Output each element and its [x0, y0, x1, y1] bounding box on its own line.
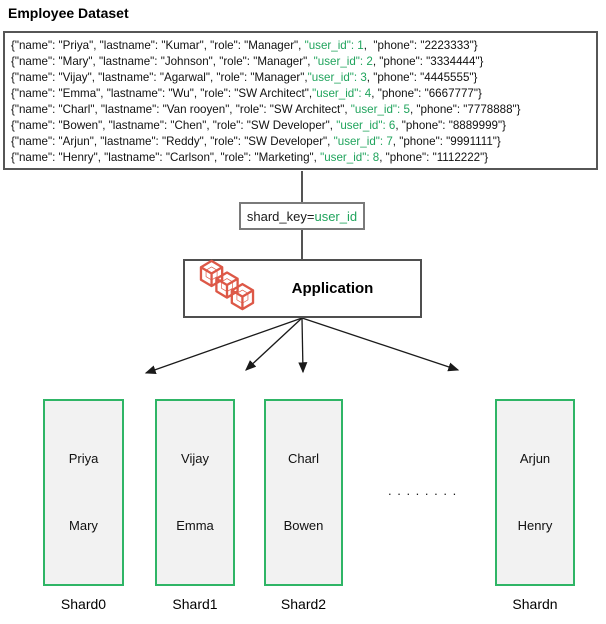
- shard-1-box: Vijay Emma: [155, 399, 235, 586]
- dataset-row: {"name": "Vijay", "lastname": "Agarwal",…: [11, 70, 596, 86]
- shard-record: Charl: [287, 451, 320, 466]
- row-post: , "phone": "4445555"}: [366, 71, 478, 84]
- employee-dataset-box: {"name": "Priya", "lastname": "Kumar", "…: [3, 31, 598, 170]
- dataset-row: {"name": "Henry", "lastname": "Carlson",…: [11, 150, 596, 166]
- row-pre: {"name": "Charl", "lastname": "Van rooye…: [11, 103, 351, 116]
- row-pre: {"name": "Emma", "lastname": "Wu", "role…: [11, 87, 313, 100]
- shard-key-prefix: shard_key=: [246, 208, 315, 224]
- shard-record: Priya: [68, 451, 99, 466]
- row-post: , "phone": "3334444"}: [372, 55, 484, 68]
- shard-1: Vijay Emma Shard1: [155, 399, 235, 612]
- page-title: Employee Dataset: [8, 5, 129, 21]
- row-pre: {"name": "Vijay", "lastname": "Agarwal",…: [11, 71, 308, 84]
- row-pre: {"name": "Henry", "lastname": "Carlson",…: [11, 151, 321, 164]
- row-pre: {"name": "Mary", "lastname": "Johnson", …: [11, 55, 314, 68]
- cubes-icon: [195, 259, 259, 318]
- dataset-row: {"name": "Priya", "lastname": "Kumar", "…: [11, 38, 596, 54]
- shard-record: Arjun: [519, 451, 551, 466]
- shard-1-label: Shard1: [172, 596, 218, 612]
- row-user-id: "user_id": 7: [333, 135, 393, 148]
- dataset-row: {"name": "Mary", "lastname": "Johnson", …: [11, 54, 596, 70]
- shard-2-box: Charl Bowen: [264, 399, 343, 586]
- row-post: , "phone": "2223333"}: [363, 39, 478, 52]
- shard-2-label: Shard2: [280, 596, 327, 612]
- shard-key-value: user_id: [314, 208, 358, 224]
- row-pre: {"name": "Bowen", "lastname": "Chen", "r…: [11, 119, 337, 132]
- dataset-row: {"name": "Charl", "lastname": "Van rooye…: [11, 102, 596, 118]
- row-user-id: "user_id": 5: [350, 103, 410, 116]
- ellipsis-dots: . . . . . . . .: [388, 483, 458, 498]
- shard-record: Emma: [176, 518, 214, 533]
- shard-record: Mary: [69, 518, 98, 533]
- row-post: , "phone": "7778888"}: [409, 103, 521, 116]
- shard-key-box: shard_key=user_id: [239, 202, 365, 230]
- application-label: Application: [291, 280, 374, 297]
- row-pre: {"name": "Priya", "lastname": "Kumar", "…: [11, 39, 305, 52]
- shard-record: Bowen: [283, 518, 324, 533]
- dataset-row: {"name": "Arjun", "lastname": "Reddy", "…: [11, 134, 596, 150]
- row-user-id: "user_id": 1: [304, 39, 364, 52]
- row-user-id: "user_id": 6: [336, 119, 396, 132]
- dataset-row: {"name": "Emma", "lastname": "Wu", "role…: [11, 86, 596, 102]
- shard-n: Arjun Henry Shardn: [495, 399, 575, 612]
- shard-0: Priya Mary Shard0: [43, 399, 124, 612]
- row-post: , "phone": "1112222"}: [379, 151, 489, 164]
- application-box: Application: [183, 259, 422, 318]
- row-post: , "phone": "8889999"}: [395, 119, 506, 132]
- shard-0-box: Priya Mary: [43, 399, 124, 586]
- shard-record: Henry: [517, 518, 553, 533]
- row-post: , "phone": "9991111"}: [392, 135, 501, 148]
- row-post: , "phone": "6667777"}: [371, 87, 482, 100]
- shard-record: Vijay: [181, 451, 209, 466]
- row-pre: {"name": "Arjun", "lastname": "Reddy", "…: [11, 135, 334, 148]
- shard-2: Charl Bowen Shard2: [264, 399, 343, 612]
- row-user-id: "user_id": 4: [312, 87, 372, 100]
- row-user-id: "user_id": 2: [313, 55, 373, 68]
- shard-0-label: Shard0: [60, 596, 107, 612]
- row-user-id: "user_id": 3: [307, 71, 367, 84]
- dataset-row: {"name": "Bowen", "lastname": "Chen", "r…: [11, 118, 596, 134]
- row-user-id: "user_id": 8: [320, 151, 380, 164]
- shard-n-label: Shardn: [512, 596, 558, 612]
- shard-n-box: Arjun Henry: [495, 399, 575, 586]
